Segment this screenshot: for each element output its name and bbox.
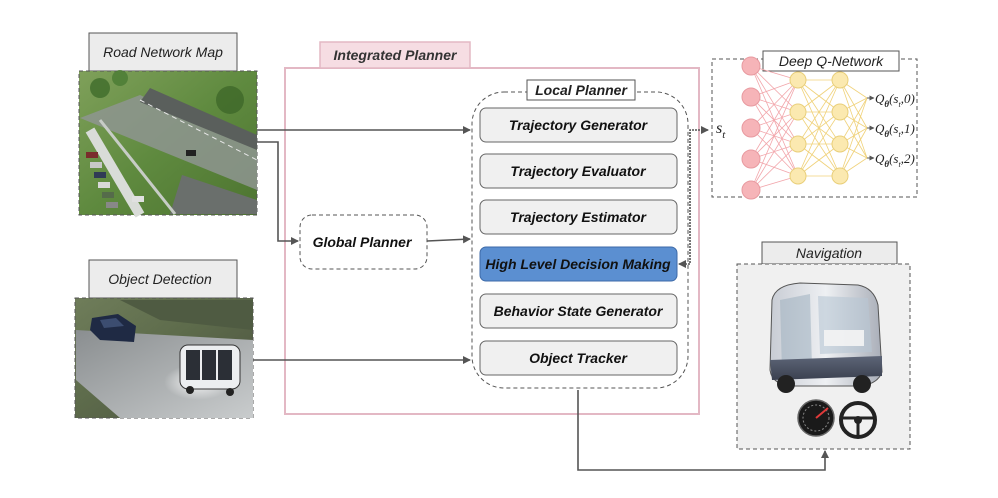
dqn-edge [750,79,799,160]
dqn-edge [797,79,841,177]
arrow-decision-dqn [678,126,709,268]
aerial-road-photo [80,70,258,218]
dqn-edge [750,111,799,191]
integrated-planner-title: Integrated Planner [334,47,458,63]
dqn-hidden-node [831,103,849,121]
dqn-title: Deep Q-Network [779,53,884,69]
dqn-hidden-node [789,103,807,121]
q-value-label: Qθ(st,2) [875,151,915,169]
trajectory-estimator-label: Trajectory Estimator [510,209,647,225]
dqn-input-node [741,149,761,169]
dqn-edge [750,96,799,177]
object-tracker-label: Object Tracker [529,350,628,366]
dqn-edge [750,127,799,177]
trajectory-evaluator-label: Trajectory Evaluator [510,163,647,179]
dqn-edge [839,79,868,129]
navigation-title: Navigation [796,245,862,261]
local-planner-tag [526,79,636,101]
dqn-edge [839,111,868,159]
dqn-panel: Deep Q-Network st Qθ(st,0)Qθ(st,1)Qθ(st,… [711,50,918,200]
integrated-planner-tag [319,41,471,69]
dqn-edge [797,143,841,177]
object-tracker-block: Object Tracker [479,340,678,376]
road-network-map-title: Road Network Map [103,44,223,60]
shuttle-vehicle-image [769,282,883,393]
q-value-label: Qθ(st,0) [875,91,915,109]
dqn-hidden-node [789,71,807,89]
road-network-map-panel: Road Network Map [78,32,258,218]
dqn-edge [750,96,799,145]
dqn-hidden-node [789,135,807,153]
dqn-input-node [741,118,761,138]
global-planner-label: Global Planner [313,234,413,250]
trajectory-evaluator-block: Trajectory Evaluator [479,153,678,189]
dqn-edge [839,97,868,145]
dqn-network [741,56,868,200]
q-value-outputs: Qθ(st,0) Qθ(st,1) Qθ(st,2) [867,91,915,169]
detection-scene-photo [76,300,253,418]
speedometer-icon [797,399,835,437]
object-detection-panel: Object Detection [74,259,254,419]
dqn-edge [839,97,868,177]
dqn-hidden-node [831,71,849,89]
dqn-frame [711,58,918,198]
dqn-edge [797,111,841,177]
steering-wheel-icon [839,401,877,439]
high-level-decision-label: High Level Decision Making [485,256,671,272]
behavior-state-generator-label: Behavior State Generator [494,303,664,319]
state-symbol: st [716,120,726,141]
high-level-decision-block: High Level Decision Making [479,246,678,282]
dqn-edge [750,79,799,129]
dqn-input-node [741,56,761,76]
dqn-edge [750,79,799,191]
global-planner-box [299,214,428,270]
object-detection-title: Object Detection [108,271,212,287]
dqn-edge [839,127,868,177]
connectors [253,126,829,471]
dqn-tag [762,50,900,72]
dqn-hidden-node [831,167,849,185]
dqn-edge [797,79,841,113]
trajectory-estimator-block: Trajectory Estimator [479,199,678,235]
dqn-edge [750,65,799,113]
dqn-edge [839,79,868,159]
dqn-edge [797,79,841,145]
local-planner-title: Local Planner [535,82,628,98]
q-value-label: Qθ(st,1) [875,121,915,139]
dqn-hidden-node [789,167,807,185]
arrow-tracker-to-navigation [577,390,829,471]
dqn-edge [750,65,799,145]
dqn-edge [750,143,799,191]
arrow-global-to-local [426,235,471,244]
dqn-input-node [741,180,761,200]
dqn-hidden-node [831,135,849,153]
trajectory-generator-label: Trajectory Generator [509,117,649,133]
navigation-panel: Navigation [736,241,911,450]
behavior-state-generator-block: Behavior State Generator [479,293,678,329]
arrow-roadmap-to-global [257,141,299,245]
dqn-input-node [741,87,761,107]
trajectory-generator-block: Trajectory Generator [479,107,678,143]
